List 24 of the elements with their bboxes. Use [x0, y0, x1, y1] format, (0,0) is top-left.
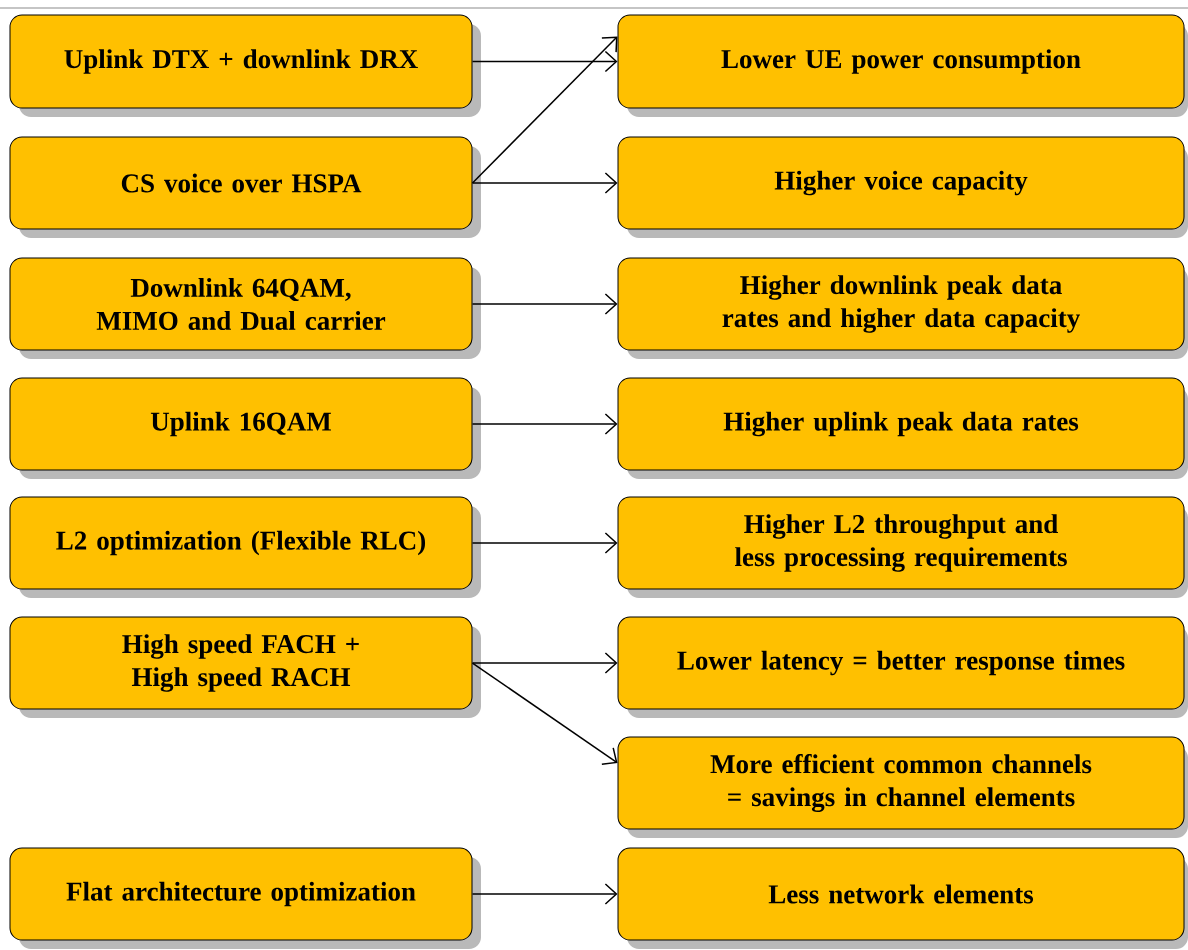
arrow	[471, 532, 618, 554]
process-box: Higher L2 throughput and less processing requirements	[617, 496, 1188, 598]
arrow	[471, 662, 618, 766]
process-box: Lower UE power consumption	[617, 14, 1188, 117]
arrow	[471, 50, 618, 73]
process-box: Higher uplink peak data rates	[617, 377, 1188, 479]
arrow	[471, 172, 618, 194]
arrow	[471, 293, 618, 315]
process-box: L2 optimization (Flexible RLC)	[9, 496, 481, 598]
arrow	[471, 652, 618, 674]
process-box: CS voice over HSPA	[9, 136, 481, 238]
process-box: Higher downlink peak data rates and higher data capacity	[617, 257, 1188, 359]
process-box: Downlink 64QAM, MIMO and Dual carrier	[9, 257, 481, 359]
process-box: Uplink DTX + downlink DRX	[9, 14, 481, 117]
process-box: Less network elements	[617, 847, 1188, 949]
arrow	[471, 413, 618, 435]
arrow	[471, 883, 618, 905]
arrow	[471, 36, 618, 184]
process-box: Lower latency = better response times	[617, 616, 1188, 718]
process-box: High speed FACH + High speed RACH	[9, 616, 481, 718]
process-box: Flat architecture optimization	[9, 847, 481, 949]
process-box: Higher voice capacity	[617, 136, 1188, 238]
process-box: Uplink 16QAM	[9, 377, 481, 479]
process-box: More efficient common channels = savings in channel elements	[617, 736, 1188, 838]
